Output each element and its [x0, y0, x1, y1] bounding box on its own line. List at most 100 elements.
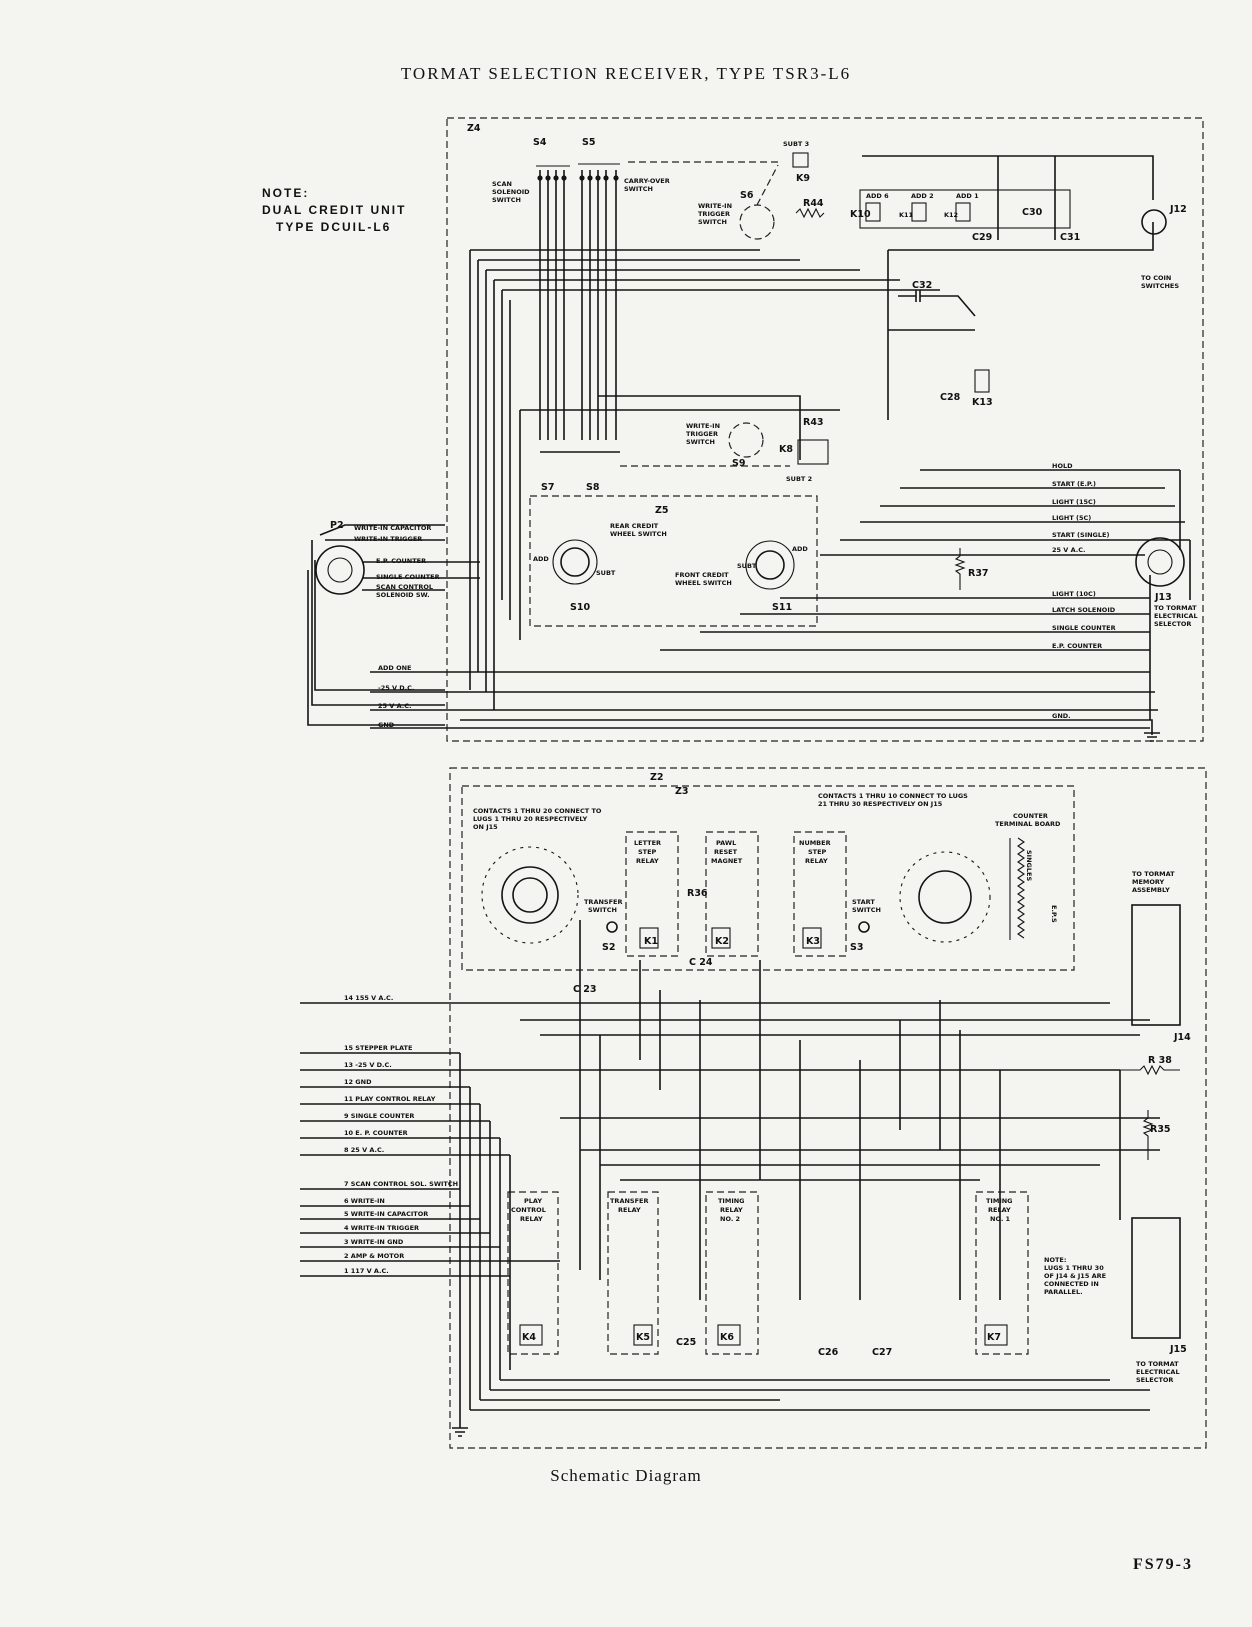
- svg-text:STEP: STEP: [638, 848, 657, 856]
- k3-label: K3: [806, 936, 820, 947]
- s6-switch: [739, 204, 775, 240]
- upper-bus-wires: [370, 249, 1158, 729]
- svg-text:ON J15: ON J15: [473, 823, 498, 831]
- s2-label: S2: [602, 942, 615, 953]
- j13-label: J13: [1154, 592, 1172, 603]
- svg-text:21 THRU 30 RESPECTIVELY ON J15: 21 THRU 30 RESPECTIVELY ON J15: [818, 800, 943, 808]
- svg-text:CONTACTS 1 THRU 10 CONNECT TO: CONTACTS 1 THRU 10 CONNECT TO LUGS: [818, 792, 968, 800]
- svg-text:7 SCAN CONTROL SOL. SWITCH: 7 SCAN CONTROL SOL. SWITCH: [344, 1180, 458, 1188]
- svg-text:NO. 2: NO. 2: [720, 1215, 740, 1223]
- svg-text:TO TORMAT: TO TORMAT: [1136, 1360, 1179, 1368]
- k6-label: K6: [720, 1332, 734, 1343]
- svg-text:TO TORMAT: TO TORMAT: [1132, 870, 1175, 878]
- svg-text:MAGNET: MAGNET: [711, 857, 743, 865]
- p2-label: P2: [330, 520, 344, 531]
- j14-connector: [1131, 904, 1181, 1026]
- svg-text:LETTER: LETTER: [634, 839, 661, 847]
- counter-terminal-board: COUNTER TERMINAL BOARD SINGLES E.P.S: [995, 812, 1061, 940]
- j14-label: J14: [1173, 1032, 1191, 1043]
- r38-resistor: [1120, 1064, 1180, 1076]
- svg-text:TIMING: TIMING: [718, 1197, 745, 1205]
- svg-text:8 25 V A.C.: 8 25 V A.C.: [344, 1146, 384, 1154]
- s5-label: S5: [582, 137, 595, 148]
- k8-label: K8: [779, 444, 793, 455]
- number-step-relay-label: NUMBER STEP RELAY: [799, 839, 831, 865]
- rear-subt-label: SUBT: [596, 569, 616, 577]
- svg-text:TRIGGER: TRIGGER: [698, 210, 730, 218]
- lower-ground-symbol: [452, 1420, 468, 1437]
- z4-enclosure-outline: [446, 117, 1204, 742]
- s3-label: S3: [850, 942, 863, 953]
- z2-label: Z2: [650, 772, 664, 783]
- svg-text:RELAY: RELAY: [636, 857, 659, 865]
- note-line-1: DUAL CREDIT UNIT: [262, 203, 407, 217]
- svg-text:13 -25 V D.C.: 13 -25 V D.C.: [344, 1061, 392, 1069]
- svg-text:SINGLE COUNTER: SINGLE COUNTER: [376, 573, 440, 581]
- svg-text:CONNECTED IN: CONNECTED IN: [1044, 1280, 1099, 1288]
- j12-connector: [1141, 209, 1167, 235]
- svg-text:PAWL: PAWL: [716, 839, 736, 847]
- svg-text:1 117 V A.C.: 1 117 V A.C.: [344, 1267, 389, 1275]
- front-subt-label: SUBT: [737, 562, 757, 570]
- letter-step-relay-label: LETTER STEP RELAY: [634, 839, 661, 865]
- svg-text:SCAN: SCAN: [492, 180, 512, 188]
- page-code: FS79-3: [1133, 1556, 1193, 1573]
- svg-text:HOLD: HOLD: [1052, 462, 1073, 470]
- svg-text:SOLENOID: SOLENOID: [492, 188, 530, 196]
- svg-text:3 WRITE-IN GND: 3 WRITE-IN GND: [344, 1238, 404, 1246]
- svg-text:SWITCH: SWITCH: [588, 906, 617, 914]
- k9-relay: [792, 152, 809, 168]
- k6-relay: [717, 1324, 741, 1346]
- k8-relay: [797, 439, 829, 465]
- r43-label: R43: [803, 417, 824, 428]
- svg-text:CONTROL: CONTROL: [511, 1206, 546, 1214]
- s4-label: S4: [533, 137, 547, 148]
- svg-text:6 WRITE-IN: 6 WRITE-IN: [344, 1197, 385, 1205]
- svg-text:WRITE-IN: WRITE-IN: [686, 422, 720, 430]
- svg-text:WHEEL SWITCH: WHEEL SWITCH: [675, 579, 732, 587]
- svg-text:2 AMP & MOTOR: 2 AMP & MOTOR: [344, 1252, 404, 1260]
- svg-text:TRANSFER: TRANSFER: [584, 898, 622, 906]
- r36-label: R36: [687, 888, 708, 899]
- number-stepper-switch: [899, 851, 991, 943]
- contacts-right-note: CONTACTS 1 THRU 10 CONNECT TO LUGS 21 TH…: [818, 792, 968, 808]
- svg-text:14 155 V A.C.: 14 155 V A.C.: [344, 994, 393, 1002]
- r38-label: R 38: [1148, 1055, 1172, 1066]
- svg-text:SINGLES: SINGLES: [1025, 850, 1033, 881]
- contacts-left-note: CONTACTS 1 THRU 20 CONNECT TO LUGS 1 THR…: [473, 807, 602, 831]
- svg-text:12 GND: 12 GND: [344, 1078, 372, 1086]
- c31-label: C31: [1060, 232, 1080, 243]
- svg-text:15 STEPPER PLATE: 15 STEPPER PLATE: [344, 1044, 412, 1052]
- transfer-relay-box: [607, 1191, 659, 1355]
- c23-label: C 23: [573, 984, 597, 995]
- svg-text:GND.: GND.: [1052, 712, 1071, 720]
- svg-text:START (E.P.): START (E.P.): [1052, 480, 1096, 488]
- input-wire-labels: 14 155 V A.C. 15 STEPPER PLATE 13 -25 V …: [344, 994, 458, 1275]
- p2-connector: [315, 545, 365, 595]
- r37-resistor: [954, 548, 966, 590]
- k4-label: K4: [522, 1332, 536, 1343]
- timing-relay-1-box: [975, 1191, 1029, 1355]
- svg-text:ASSEMBLY: ASSEMBLY: [1132, 886, 1170, 894]
- s7-label: S7: [541, 482, 554, 493]
- svg-text:11 PLAY CONTROL RELAY: 11 PLAY CONTROL RELAY: [344, 1095, 436, 1103]
- c28-label: C28: [940, 392, 961, 403]
- svg-text:4 WRITE-IN TRIGGER: 4 WRITE-IN TRIGGER: [344, 1224, 419, 1232]
- j15-to-selector-label: TO TORMAT ELECTRICAL SELECTOR: [1136, 1360, 1180, 1384]
- j13-connector-core: [1147, 549, 1173, 575]
- add6-label: ADD 6: [866, 192, 889, 200]
- svg-text:10 E. P. COUNTER: 10 E. P. COUNTER: [344, 1129, 408, 1137]
- svg-text:-25 V D.C.: -25 V D.C.: [378, 684, 414, 692]
- play-control-relay-box: [507, 1191, 559, 1355]
- scan-solenoid-switch-label: SCAN SOLENOID SWITCH: [492, 180, 530, 204]
- s4-s5-contact-bank: [536, 163, 620, 440]
- svg-text:LUGS 1 THRU 20 RESPECTIVELY: LUGS 1 THRU 20 RESPECTIVELY: [473, 815, 588, 823]
- c32-label: C32: [912, 280, 932, 291]
- svg-text:CARRY-OVER: CARRY-OVER: [624, 177, 670, 185]
- j13-wire-labels: HOLD START (E.P.) LIGHT (15C) LIGHT (5C)…: [1052, 462, 1116, 720]
- svg-text:START (SINGLE): START (SINGLE): [1052, 531, 1109, 539]
- c24-label: C 24: [689, 957, 713, 968]
- z3-label: Z3: [675, 786, 689, 797]
- svg-text:SELECTOR: SELECTOR: [1154, 620, 1191, 628]
